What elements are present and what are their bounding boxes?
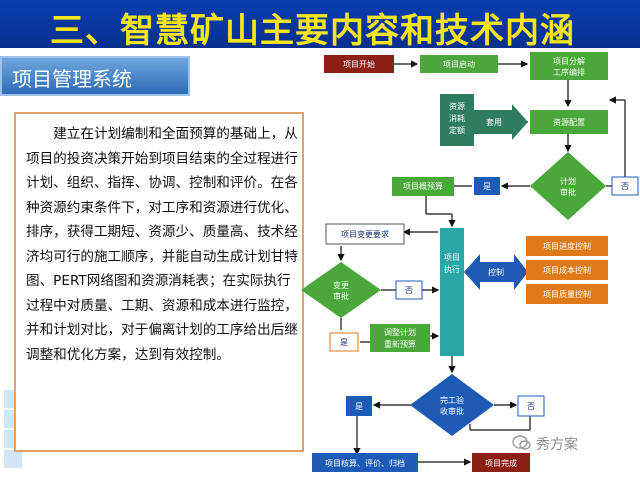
node-quality-control [526,284,608,304]
node-change-yes-label: 是 [340,338,348,347]
node-execution [440,228,464,356]
decision-acceptance [410,374,494,436]
node-change-yes [329,332,359,352]
title-bar [0,0,640,48]
description-box: 建立在计划编制和全面预算的基础上，从项目的投资决策开始到项目结束的全过程进行计划… [14,112,304,452]
page-title: 三、智慧矿山主要内容和技术内涵 [50,11,575,51]
node-change-request [325,223,405,245]
node-analyze-label-1: 项目分解 [553,56,585,66]
node-resource-norm-label-3: 定额 [449,125,465,135]
decision-change-review-label-2: 审批 [333,291,349,301]
node-progress-control-label: 项目进度控制 [543,241,591,251]
wechat-icon [512,435,531,450]
node-adjust-plan-label-2: 重新预算 [384,339,416,349]
node-launch-label: 项目启动 [443,59,475,69]
node-analyze [530,52,608,80]
watermark: 秀方案 [536,437,578,453]
node-budget [392,177,454,196]
node-resource-norm-label-2: 消耗 [449,113,465,123]
node-resource-norm-label-1: 资源 [449,101,465,111]
node-launch [420,55,498,73]
arrow-apply [474,104,528,140]
node-start [324,55,394,73]
node-settlement-label: 项目核算、评价、归档 [325,458,405,468]
node-cost-control-label: 项目成本控制 [543,265,591,275]
node-execution-label-2: 执行 [444,264,460,274]
node-plan-yes-label: 是 [483,182,491,191]
section-title: 项目管理系统 [12,67,132,91]
node-accept-yes [346,396,372,416]
node-adjust-plan [370,324,430,352]
node-plan-no [611,176,639,196]
decision-plan-review-label-2: 审批 [560,187,576,197]
node-progress-control [526,236,608,256]
decision-plan-review-label-1: 计划 [560,176,576,186]
node-execution-label-1: 项目 [444,253,460,262]
node-budget-label: 项目概预算 [403,181,443,191]
node-plan-no-label: 否 [621,182,629,191]
node-plan-yes [474,177,500,195]
description-text: 建立在计划编制和全面预算的基础上，从项目的投资决策开始到项目结束的全过程进行计划… [26,126,298,363]
node-accept-no [517,395,545,417]
node-alloc-label: 资源配置 [553,117,585,127]
node-analyze-label-2: 工序编排 [553,67,585,77]
node-change-no-label: 否 [405,286,413,295]
arrow-control [464,254,528,290]
decision-plan-review [530,152,606,220]
decision-change-review-label-1: 变更 [333,280,349,290]
node-settlement [312,453,418,472]
decision-change-review [301,262,381,318]
node-change-request-label: 项目变更要求 [341,229,389,239]
node-resource-norm [440,94,474,146]
node-alloc [530,110,608,134]
node-accept-no-label: 否 [527,402,535,411]
node-done-label: 项目完成 [485,458,517,468]
node-quality-control-label: 项目质量控制 [543,289,591,299]
decision-acceptance-label-2: 收审批 [440,406,464,416]
node-change-no [395,280,423,300]
node-cost-control [526,260,608,280]
node-start-label: 项目开始 [343,59,375,69]
node-done [472,453,530,472]
node-adjust-plan-label-1: 调整计划 [384,327,416,337]
decision-acceptance-label-1: 完工验 [440,395,464,405]
section-header: 项目管理系统 [0,56,190,96]
node-accept-yes-label: 是 [355,402,363,411]
arrow-apply-label: 套用 [486,117,502,127]
arrow-control-label: 控制 [488,267,504,277]
